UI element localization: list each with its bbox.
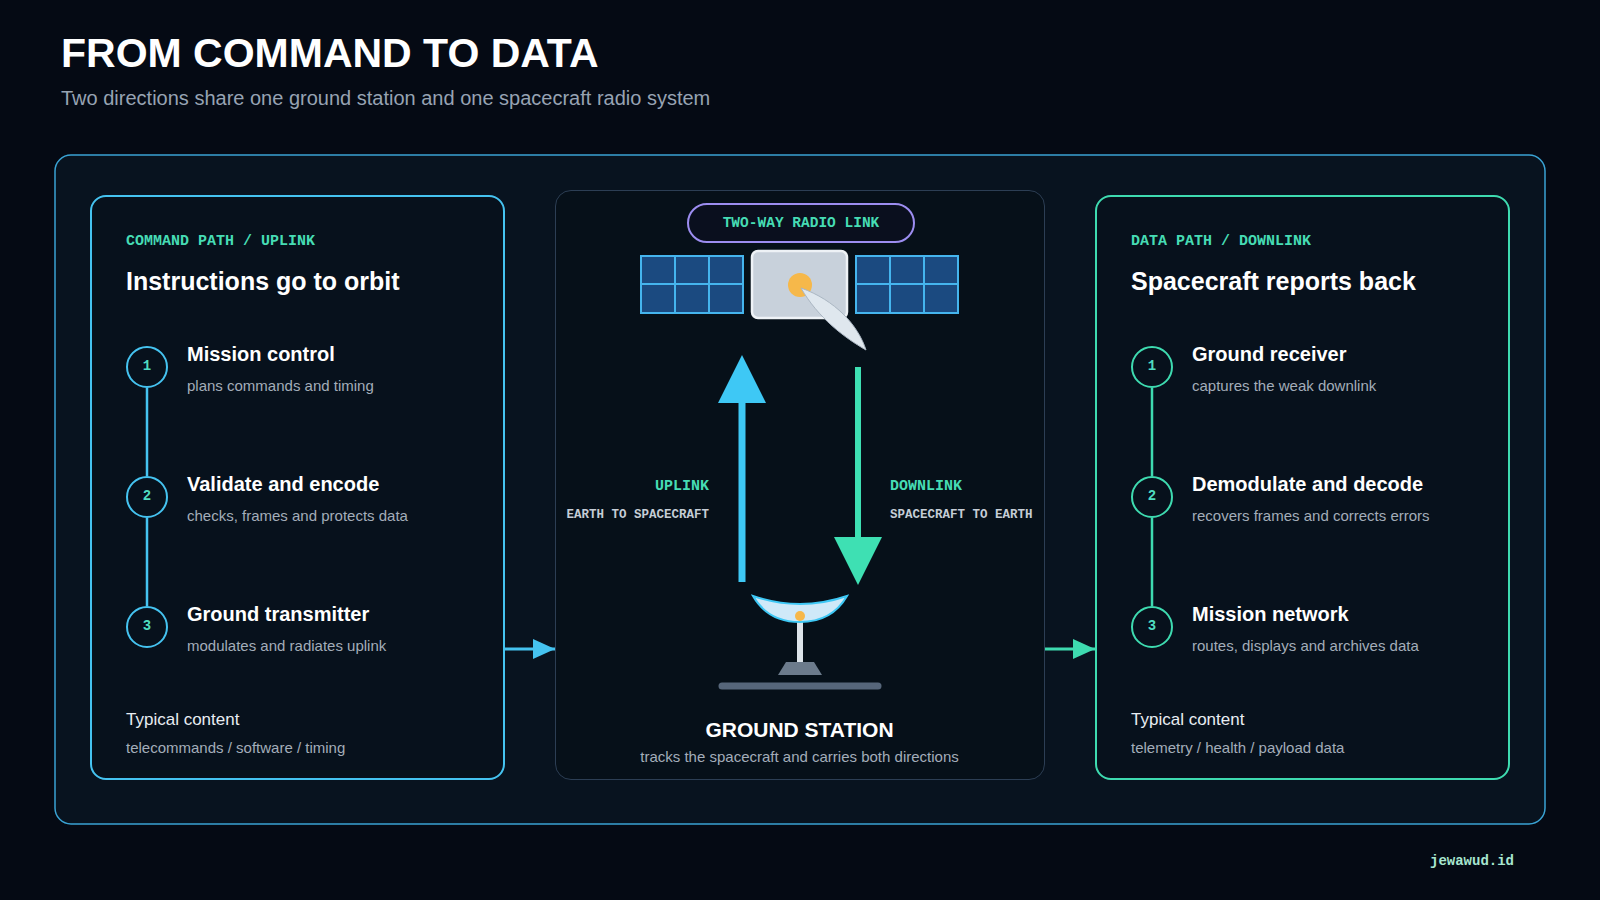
- panel-heading: Instructions go to orbit: [126, 265, 473, 297]
- content-body: telemetry / health / payload data: [1131, 738, 1478, 758]
- step-connector: [146, 518, 149, 606]
- diagram-title: FROM COMMAND TO DATA: [61, 29, 598, 77]
- step-title: Ground transmitter: [187, 602, 487, 626]
- solar-panel: [856, 256, 958, 313]
- panel-heading: Spacecraft reports back: [1131, 265, 1478, 297]
- step-description: routes, displays and archives data: [1192, 636, 1492, 656]
- outer-frame: [55, 155, 1545, 824]
- step-description: modulates and radiates uplink: [187, 636, 487, 656]
- panel-grid: [923, 256, 925, 313]
- step-number: 3: [126, 606, 168, 648]
- dish-base: [778, 662, 822, 675]
- downlink-arrow: [855, 367, 861, 542]
- satellite-body: [752, 251, 847, 318]
- flow-arrow: [1045, 648, 1095, 651]
- step-title: Demodulate and decode: [1192, 472, 1492, 496]
- process-step: 2Validate and encodechecks, frames and p…: [126, 476, 486, 518]
- step-number: 2: [126, 476, 168, 518]
- data-panel: DATA PATH / DOWNLINK Spacecraft reports b…: [1095, 195, 1510, 780]
- link-badge: TWO-WAY RADIO LINK: [687, 203, 915, 243]
- content-body: telecommands / software / timing: [126, 738, 473, 758]
- satellite-sensor: [788, 273, 812, 297]
- process-step: 1Ground receivercaptures the weak downli…: [1131, 346, 1491, 388]
- step-title: Mission network: [1192, 602, 1492, 626]
- uplink-arrowhead: [718, 355, 766, 403]
- satellite-antenna: [801, 288, 866, 350]
- process-step: 2Demodulate and decoderecovers frames an…: [1131, 476, 1491, 518]
- diagram-caption: Two directions share one ground station …: [61, 86, 710, 110]
- watermark: jewawud.id: [1380, 852, 1514, 870]
- step-connector: [1151, 518, 1154, 606]
- process-step: 3Ground transmittermodulates and radiate…: [126, 606, 486, 648]
- downlink-arrowhead: [834, 537, 882, 585]
- dish-pole: [797, 618, 803, 663]
- step-connector: [146, 388, 149, 476]
- content-heading: Typical content: [1131, 709, 1478, 731]
- station-description: tracks the spacecraft and carries both d…: [556, 747, 1043, 767]
- dish-feed: [795, 611, 805, 621]
- content-heading: Typical content: [126, 709, 473, 731]
- panel-grid: [856, 283, 958, 285]
- step-description: checks, frames and protects data: [187, 506, 487, 526]
- panel-grid: [641, 283, 743, 285]
- step-title: Validate and encode: [187, 472, 487, 496]
- station-name: GROUND STATION: [556, 717, 1043, 743]
- process-step: 1Mission controlplans commands and timin…: [126, 346, 486, 388]
- panel-grid: [889, 256, 891, 313]
- step-description: plans commands and timing: [187, 376, 487, 396]
- step-number: 1: [126, 346, 168, 388]
- badge-text: TWO-WAY RADIO LINK: [689, 205, 913, 241]
- step-title: Mission control: [187, 342, 487, 366]
- step-description: captures the weak downlink: [1192, 376, 1492, 396]
- process-step: 3Mission networkroutes, displays and arc…: [1131, 606, 1491, 648]
- dish-bowl: [753, 596, 847, 622]
- uplink-arrow: [739, 398, 746, 582]
- panel-eyebrow: DATA PATH / DOWNLINK: [1131, 233, 1478, 251]
- solar-panel: [641, 256, 743, 313]
- step-number: 2: [1131, 476, 1173, 518]
- step-number: 3: [1131, 606, 1173, 648]
- panel-grid: [708, 256, 710, 313]
- flow-arrow: [505, 648, 555, 651]
- panel-grid: [674, 256, 676, 313]
- ground-station-panel: GROUND STATION tracks the spacecraft and …: [555, 190, 1045, 780]
- step-connector: [1151, 388, 1154, 476]
- step-description: recovers frames and corrects errors: [1192, 506, 1492, 526]
- command-panel: COMMAND PATH / UPLINK Instructions go to …: [90, 195, 505, 780]
- panel-eyebrow: COMMAND PATH / UPLINK: [126, 233, 473, 251]
- ground-plate: [722, 683, 878, 690]
- step-number: 1: [1131, 346, 1173, 388]
- step-title: Ground receiver: [1192, 342, 1492, 366]
